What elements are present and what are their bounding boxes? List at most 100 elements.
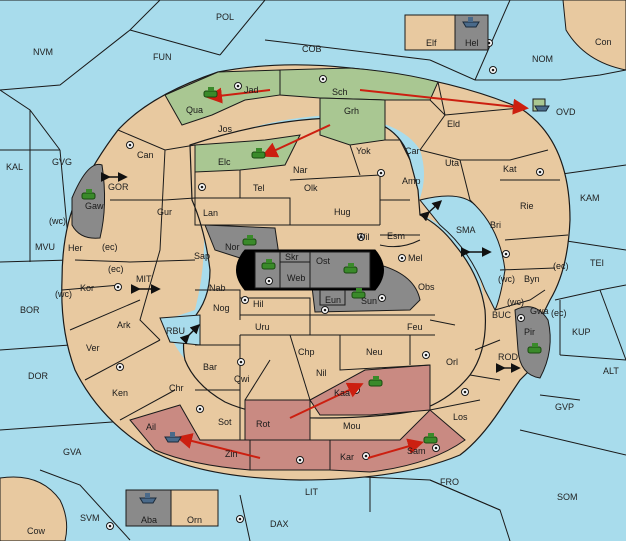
sea-label: MIT: [136, 274, 152, 284]
territory-label: Byn: [524, 274, 540, 284]
army-unit[interactable]: [242, 235, 257, 246]
territory-label: Nab: [209, 283, 226, 293]
sea-labels: POL NVM FUN COB NOM Con KAL GVG GOR MVU …: [6, 12, 619, 536]
territory-label: Esm: [387, 231, 405, 241]
territory-label: Jad: [244, 85, 259, 95]
sea-label: NOM: [532, 54, 553, 64]
territory-rot[interactable]: [244, 399, 311, 441]
sea-label: LIT: [305, 487, 319, 497]
territory-label: Ken: [112, 388, 128, 398]
territory-label: Feu: [407, 322, 423, 332]
coast-label: (ec): [553, 261, 569, 271]
coast-label: (ec): [551, 308, 567, 318]
army-unit[interactable]: [527, 343, 542, 354]
territory-label: Sam: [407, 446, 426, 456]
fleet-unit[interactable]: [534, 105, 550, 112]
territory-label: Chp: [298, 347, 315, 357]
territory-label: Kor: [80, 283, 94, 293]
sea-label: KAM: [580, 193, 600, 203]
army-unit[interactable]: [81, 189, 96, 200]
territory-zin-south[interactable]: [249, 439, 331, 471]
territory-elf[interactable]: [404, 14, 456, 51]
army-unit[interactable]: [423, 433, 438, 444]
sea-label: POL: [216, 12, 234, 22]
coast-label: (wc): [55, 289, 72, 299]
territory-label: Gwa: [530, 306, 549, 316]
territory-label: Olk: [304, 183, 318, 193]
territory-label: Eld: [447, 119, 460, 129]
army-unit[interactable]: [261, 259, 276, 270]
territory-label: Kar: [340, 452, 354, 462]
sea-label: SVM: [80, 513, 100, 523]
army-unit[interactable]: [251, 148, 266, 159]
fleet-unit[interactable]: [139, 493, 157, 504]
units[interactable]: [81, 17, 550, 504]
territory-label: Sch: [332, 87, 348, 97]
territory-label: Hug: [334, 207, 351, 217]
army-unit[interactable]: [203, 87, 218, 98]
sea-label: OVD: [556, 107, 576, 117]
territory-label: Kat: [503, 164, 517, 174]
coast-label: (ec): [108, 264, 124, 274]
army-unit[interactable]: [343, 263, 358, 274]
territory-label: Orl: [446, 357, 458, 367]
sea-label: NVM: [33, 47, 53, 57]
territory-label: Gur: [157, 207, 172, 217]
sea-label: GVG: [52, 157, 72, 167]
territory-label: Aba: [141, 515, 157, 525]
territory-orn[interactable]: [170, 489, 219, 527]
sea-label: RBU: [166, 326, 185, 336]
move-arrows: [176, 87, 529, 459]
sea-label: KUP: [572, 327, 591, 337]
sea-label: BOR: [20, 305, 40, 315]
territory-label: Sot: [218, 417, 232, 427]
coast-label: (wc): [49, 216, 66, 226]
territory-pir[interactable]: [514, 306, 551, 379]
territory-label: Rie: [520, 201, 534, 211]
territory-label: Sun: [361, 296, 377, 306]
territory-label: Yok: [356, 146, 371, 156]
territory-cow[interactable]: [0, 476, 68, 541]
sea-label: FUN: [153, 52, 172, 62]
sea-label: BUC: [492, 310, 512, 320]
territory-label: Web: [287, 273, 305, 283]
sea-label: Con: [595, 37, 612, 47]
territory-label: Ail: [146, 422, 156, 432]
territory-label: Grh: [344, 106, 359, 116]
sea-label: TEI: [590, 258, 604, 268]
territory-label: Mou: [343, 421, 361, 431]
territory-label: Nor: [225, 242, 240, 252]
coast-label: (wc): [507, 297, 524, 307]
ring-borders: [61, 81, 569, 421]
territory-label: Nog: [213, 303, 230, 313]
sea-label: SMA: [456, 225, 476, 235]
fleet-unit[interactable]: [462, 17, 480, 28]
army-unit[interactable]: [351, 288, 366, 299]
territory-label: Jos: [218, 124, 233, 134]
territory-label: Eun: [325, 295, 341, 305]
territory-label: Her: [68, 243, 83, 253]
territory-label: Car: [405, 146, 420, 156]
fleet-unit[interactable]: [164, 432, 182, 443]
territory-label: Uta: [445, 158, 459, 168]
sea-label: GOR: [108, 182, 129, 192]
territory-label: Obs: [418, 282, 435, 292]
territory-label: Ark: [117, 320, 131, 330]
sea-label: DAX: [270, 519, 289, 529]
army-unit[interactable]: [368, 376, 383, 387]
sea-label: FRO: [440, 477, 459, 487]
coast-label: (ec): [102, 242, 118, 252]
territory-label: Gaw: [85, 201, 104, 211]
coast-label: (wc): [498, 274, 515, 284]
sea-label: KAL: [6, 162, 23, 172]
territory-web-ost[interactable]: [254, 251, 371, 289]
territory-label: Bar: [203, 362, 217, 372]
territory-gaw[interactable]: [71, 163, 106, 239]
sea-label: GVA: [63, 447, 81, 457]
territory-label: Lan: [203, 208, 218, 218]
coast-markers: (wc) (ec) (ec) (wc) (wc) (ec) (wc) (ec): [49, 216, 569, 318]
territory-label: Elc: [218, 157, 231, 167]
territory-label: Orn: [187, 515, 202, 525]
